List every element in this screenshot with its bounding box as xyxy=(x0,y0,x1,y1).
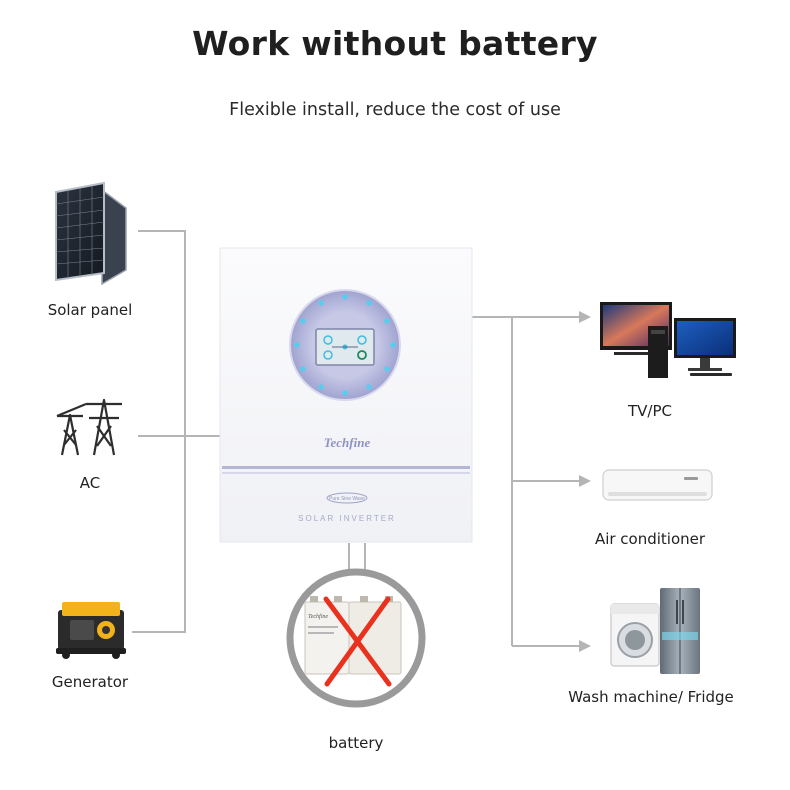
line-solar xyxy=(132,230,186,633)
inverter-unit: Techfine Pure Sine Wave SOLAR INVERTER xyxy=(219,247,473,543)
inverter-brand: Techfine xyxy=(324,435,371,450)
connection-lines xyxy=(132,230,580,647)
solar-panel-icon xyxy=(55,181,127,286)
air-conditioner-icon xyxy=(602,469,713,501)
tv-pc-icon xyxy=(600,302,736,378)
input-label-ac: AC xyxy=(79,474,101,492)
input-label-generator: Generator xyxy=(51,673,129,691)
wave-badge: Pure Sine Wave xyxy=(329,496,365,502)
arrow-ac xyxy=(579,475,591,487)
washer-fridge-icon xyxy=(610,588,700,674)
input-label-solar: Solar panel xyxy=(47,301,133,319)
battery-label: battery xyxy=(328,734,384,752)
battery-brand: Techfine xyxy=(308,613,328,620)
output-label-air-conditioner: Air conditioner xyxy=(594,530,706,548)
arrow-wash xyxy=(579,640,591,652)
arrow-tv xyxy=(579,311,591,323)
output-label-tv-pc: TV/PC xyxy=(628,402,672,420)
inverter-light-ring xyxy=(294,294,396,396)
page-title: Work without battery xyxy=(192,24,598,63)
inverter-model: SOLAR INVERTER xyxy=(298,514,396,523)
cross-icon xyxy=(323,596,392,687)
output-label-washer-fridge: Wash machine/ Fridge xyxy=(568,688,734,706)
power-tower-icon xyxy=(56,398,122,456)
page-subtitle: Flexible install, reduce the cost of use xyxy=(229,100,561,120)
generator-icon xyxy=(56,602,126,659)
arrowheads xyxy=(579,311,591,652)
